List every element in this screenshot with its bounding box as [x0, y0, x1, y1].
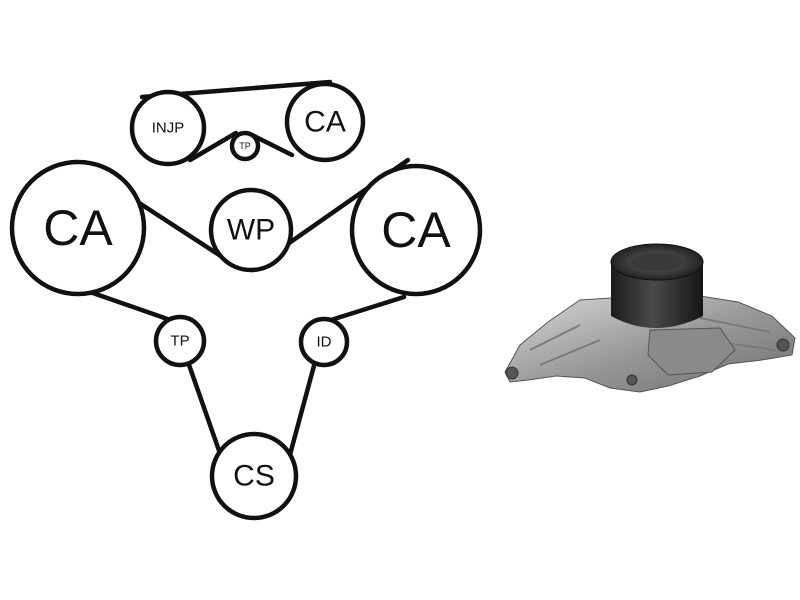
pulley-ca-top-label: CA: [304, 106, 346, 139]
pulley-injp: INJP: [129, 89, 207, 167]
pulley-ca-left-label: CA: [43, 200, 113, 256]
water-pump-icon: [504, 243, 796, 393]
pulley-tp-lower: TP: [153, 314, 207, 368]
pulley-ca-left: CA: [9, 159, 147, 297]
pulley-ca-top: CA: [284, 81, 366, 163]
pulley-tp-small: TP: [229, 130, 261, 162]
pulley-cs-label: CS: [233, 460, 275, 493]
pulley-tp-lower-label: TP: [170, 333, 189, 350]
pulley-wp-label: WP: [227, 214, 275, 247]
pulley-tp-small-label: TP: [239, 141, 251, 151]
pulley-cs: CS: [209, 431, 299, 521]
pulley-wp: WP: [208, 187, 294, 273]
pulley-ca-right-label: CA: [381, 202, 451, 258]
pulley-id-label: ID: [317, 334, 332, 351]
pulley-id: ID: [298, 316, 350, 368]
main-belt: [73, 157, 411, 465]
pulley-ca-right: CA: [349, 163, 483, 297]
pulley-injp-label: INJP: [152, 120, 185, 137]
